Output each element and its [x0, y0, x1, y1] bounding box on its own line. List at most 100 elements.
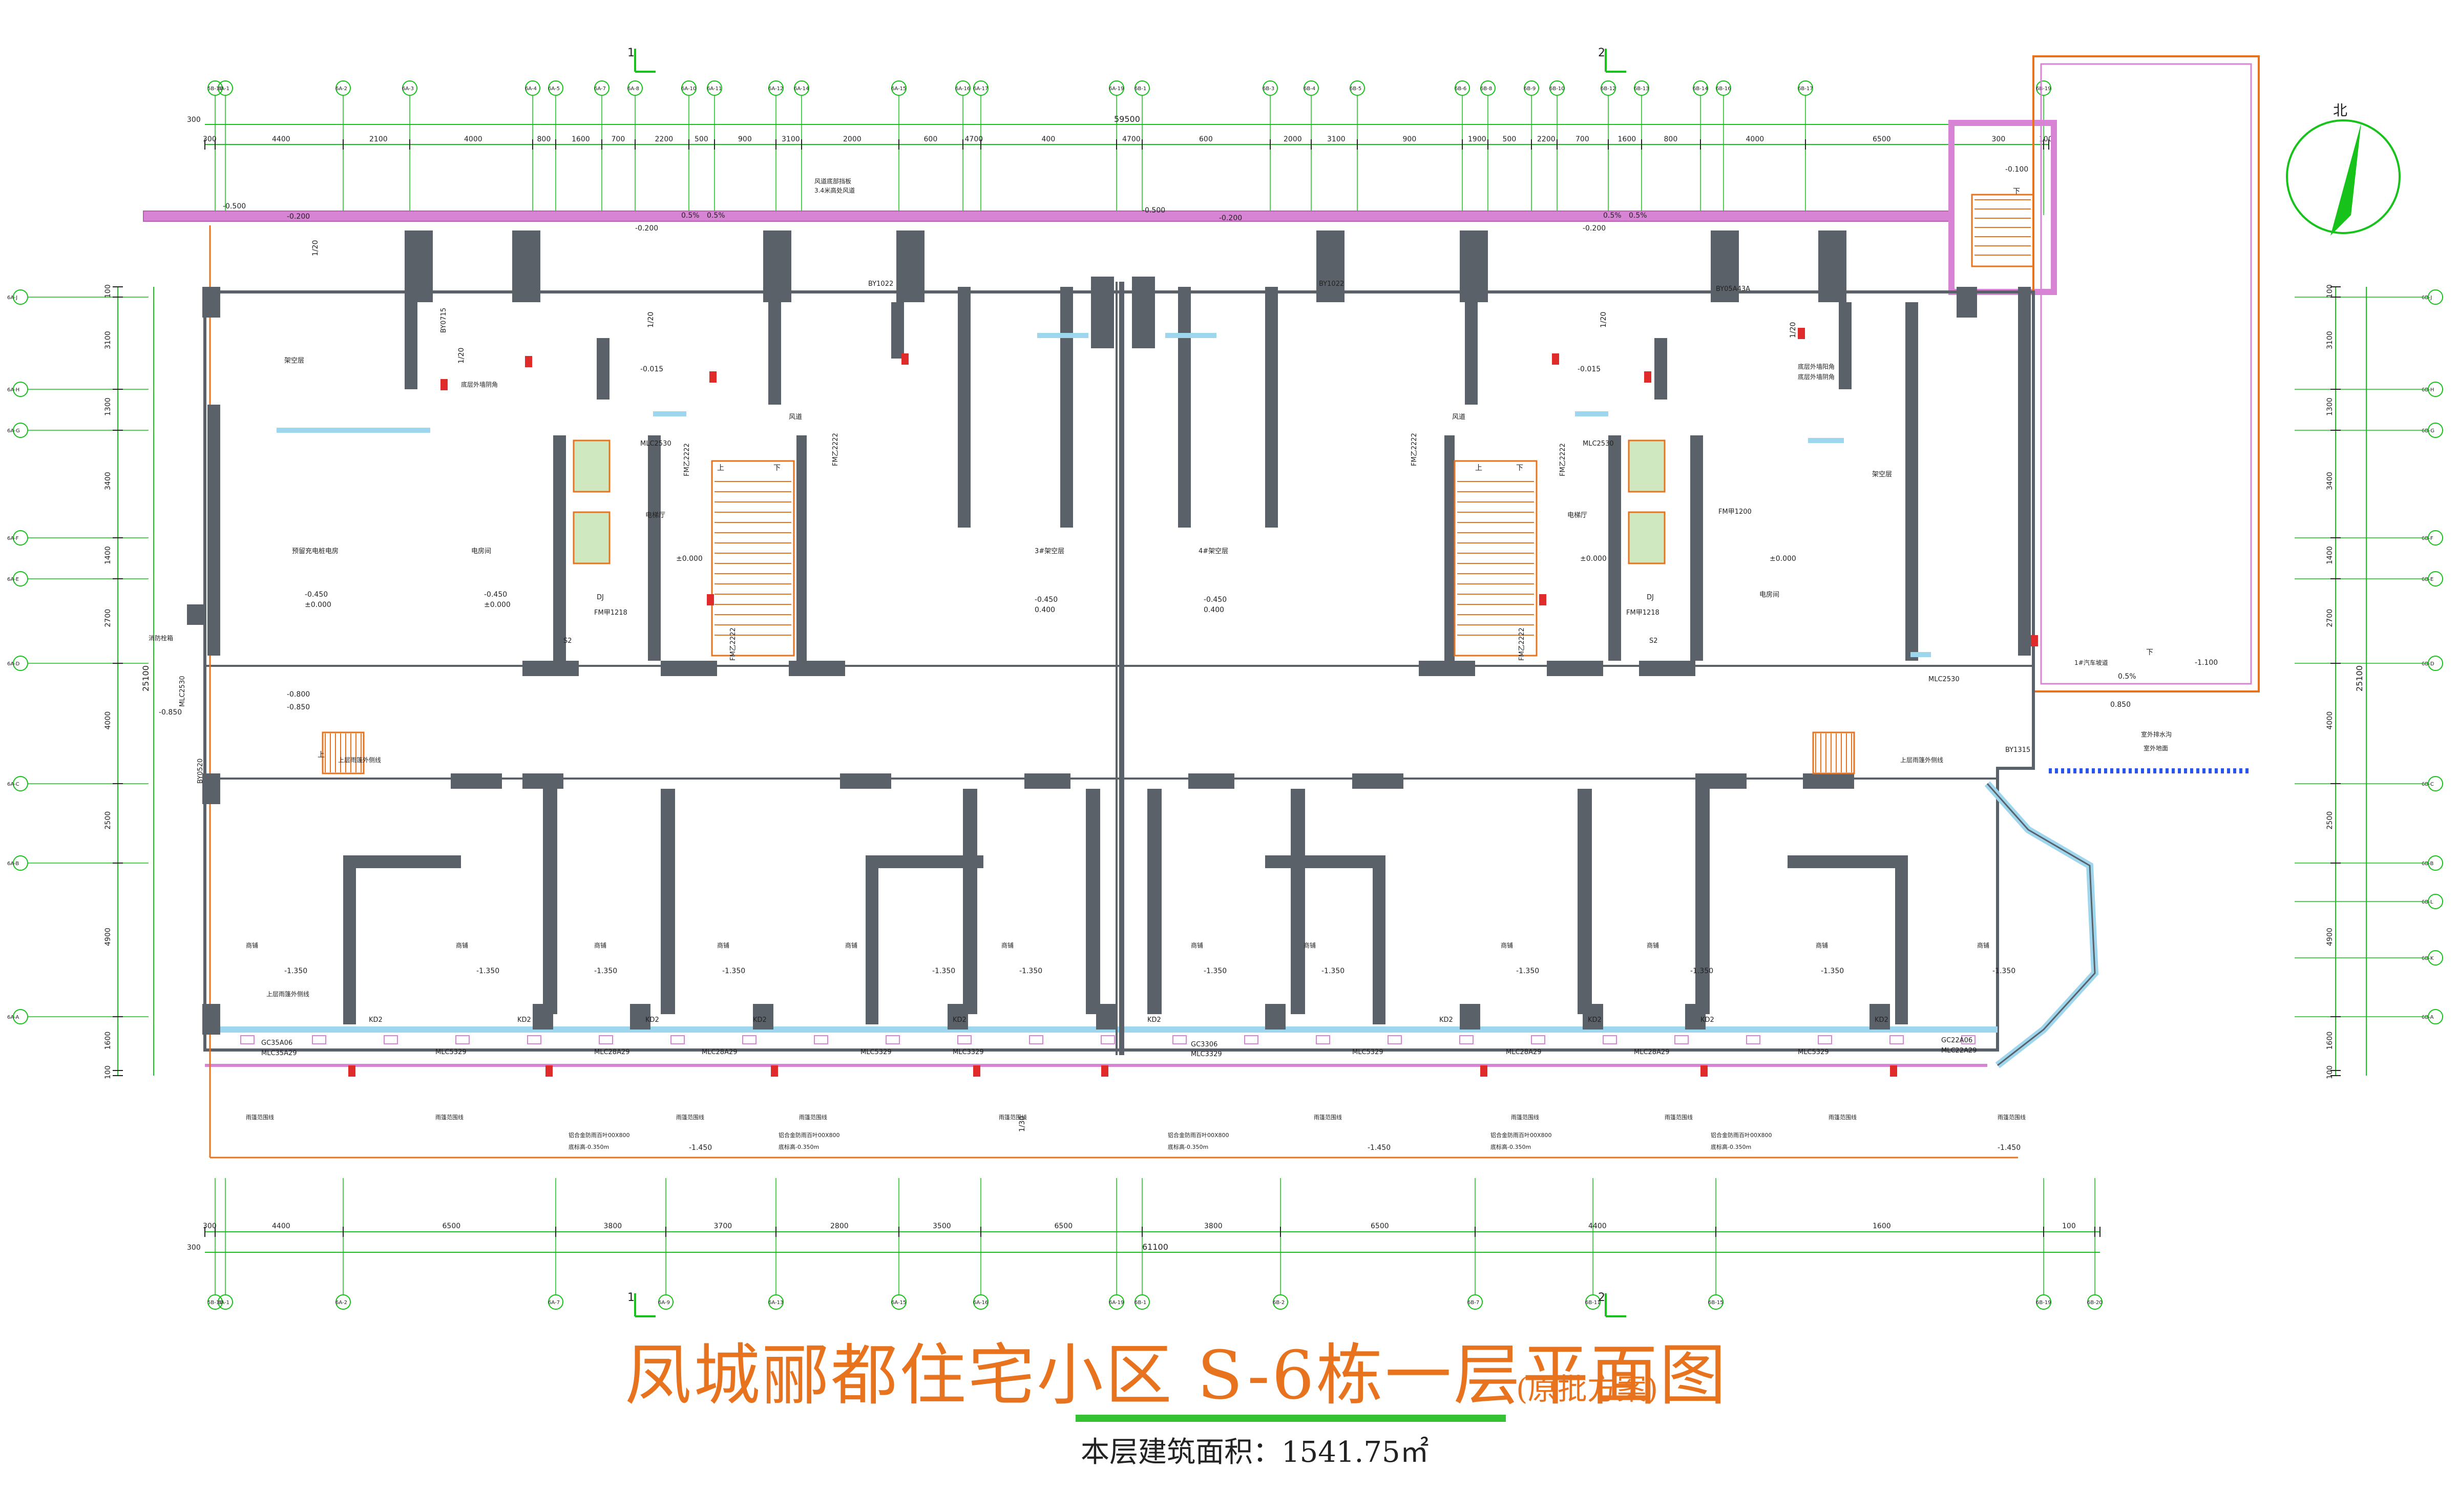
axis-label-right: 6B-C — [2422, 782, 2434, 787]
room-label-shop: 商铺 — [717, 941, 729, 949]
note-louver-elev: 底标高-0.350m — [1168, 1143, 1208, 1150]
slope-5: 0.5% — [2118, 673, 2136, 681]
wall-segment — [1096, 1004, 1117, 1030]
dim-left-value: 1600 — [104, 1032, 112, 1050]
tag-fm2222-6: FM乙2222 — [1518, 627, 1526, 661]
elev-court-left: -0.015 — [640, 365, 663, 373]
stair-up-left: 上 — [717, 464, 724, 472]
slope-3: 0.5% — [1603, 212, 1622, 220]
note-louver: 铝合金防雨百叶00X800 — [1490, 1131, 1552, 1139]
dim-bottom-value: 3800 — [604, 1222, 622, 1230]
dim-top-value: 600 — [1199, 135, 1213, 143]
note-canopy-line: 雨篷范围线 — [1829, 1114, 1857, 1121]
canopy-post — [814, 1035, 828, 1044]
wall-segment — [1419, 661, 1475, 676]
axis-bubble — [13, 423, 28, 438]
axis-label-bottom: 6A-1 — [218, 1300, 229, 1306]
stair-up-west: 上 — [318, 751, 325, 759]
canopy-post — [1101, 1035, 1115, 1044]
canopy-post — [1818, 1035, 1832, 1044]
wall-segment — [1178, 287, 1191, 528]
dim-bottom-value: 3800 — [1204, 1222, 1223, 1230]
room-label-wind-right: 风道 — [1452, 413, 1465, 421]
canopy-post — [1746, 1035, 1760, 1044]
dim-top-value: 2200 — [655, 135, 674, 143]
elev-origin-left: ±0.000 — [676, 555, 703, 563]
section-mark-label: 1 — [627, 1291, 635, 1304]
tag-kd2: KD2 — [1875, 1016, 1888, 1024]
axis-label-left: 6A-A — [7, 1015, 19, 1020]
tag-by0715: BY0715 — [440, 308, 448, 333]
wall-segment — [1905, 302, 1918, 661]
elev-shop: -1.350 — [1516, 967, 1539, 975]
axis-label-top: 6B-14 — [1693, 86, 1708, 92]
axis-label-right: 6B-D — [2422, 661, 2434, 667]
elev-shop: -1.350 — [722, 967, 745, 975]
note-outdoor-drain: 室外排水沟 — [2141, 730, 2172, 738]
wall-segment — [207, 405, 220, 656]
hydrant-mark — [1552, 353, 1559, 365]
note-louver: 铝合金防雨百叶00X800 — [569, 1131, 630, 1139]
dim-top-value: 600 — [924, 135, 938, 143]
tag-mlc2530-right: MLC2530 — [1583, 440, 1614, 448]
note-upper-canopy-left: 上层雨篷外侧线 — [266, 990, 309, 998]
dim-top-300: 300 — [187, 116, 201, 124]
canopy-post — [957, 1035, 972, 1044]
tag-mlc22a29: MLC22A29 — [1941, 1047, 1977, 1055]
dim-top-value: 3100 — [1327, 135, 1346, 143]
hydrant-mark — [709, 371, 717, 383]
room-label-shop: 商铺 — [1647, 941, 1659, 949]
plan-labels: 架空层 架空层 预留充电桩电房 电房间 电房间 电梯厅 电梯厅 3#架空层 4#… — [149, 165, 2218, 1152]
wall-segment — [753, 1004, 773, 1030]
hydrant-mark — [2031, 635, 2038, 646]
room-label-hall4: 4#架空层 — [1199, 548, 1228, 555]
canopy-post — [1674, 1035, 1689, 1044]
canopy-post — [312, 1035, 326, 1044]
dim-top-value: 800 — [537, 135, 551, 143]
north-parapet-band — [143, 211, 1952, 222]
dim-bottom-value: 6500 — [1055, 1222, 1073, 1230]
axis-label-top: 6A-16 — [955, 86, 970, 92]
wall-segment — [1132, 277, 1155, 348]
wall-segment — [840, 773, 891, 789]
north-arrow: 北 — [2286, 102, 2401, 236]
stair-small-right — [1812, 731, 1855, 774]
elev-shop: -1.350 — [594, 967, 617, 975]
tag-storefront: MLC28A29 — [594, 1048, 630, 1056]
canopy-post — [670, 1035, 685, 1044]
tag-kd2: KD2 — [1700, 1016, 1714, 1024]
wall-segment — [1316, 230, 1344, 302]
dim-top-value: 100 — [2039, 135, 2053, 143]
wall-segment — [1265, 855, 1383, 868]
elev-north-4: -0.500 — [1142, 206, 1165, 215]
wall-segment — [343, 855, 461, 868]
axis-label-bottom: 6A-15 — [891, 1300, 906, 1306]
outer-wall-line — [203, 290, 2035, 1052]
note-canopy-line: 雨篷范围线 — [1314, 1114, 1342, 1121]
dim-top-value: 900 — [1403, 135, 1417, 143]
note-canopy-line: 雨篷范围线 — [1998, 1114, 2026, 1121]
canopy-post — [886, 1035, 900, 1044]
canopy-post — [1316, 1035, 1330, 1044]
wall-segment — [1460, 1004, 1480, 1030]
dim-top-value: 800 — [1664, 135, 1678, 143]
wall-segment — [1465, 302, 1478, 405]
dim-bottom-value: 3700 — [714, 1222, 732, 1230]
elev-outdoor: -1.450 — [689, 1144, 712, 1152]
tag-s2-right: S2 — [1649, 637, 1658, 645]
dim-top-value: 6500 — [1873, 135, 1891, 143]
note-inner-corner: 底层外墙阴角 — [461, 381, 498, 388]
axis-label-bottom: 6B-1 — [1135, 1300, 1146, 1306]
tag-gc22a06: GC22A06 — [1941, 1037, 1972, 1044]
stair-treads — [325, 199, 2031, 772]
wall-segment — [1547, 661, 1603, 676]
hydrant-mark — [1644, 371, 1651, 383]
elev-shop: -1.350 — [1821, 967, 1844, 975]
dim-bottom-overall: 61100 — [1142, 1242, 1168, 1252]
tag-fm2222-1: FM乙2222 — [683, 443, 691, 476]
axis-label-top: 6A-17 — [973, 86, 988, 92]
tag-gc35a06: GC35A06 — [261, 1039, 292, 1047]
elev-shop: -1.350 — [1690, 967, 1713, 975]
wall-segment — [2018, 287, 2031, 656]
axis-label-bottom: 6A-13 — [768, 1300, 783, 1306]
